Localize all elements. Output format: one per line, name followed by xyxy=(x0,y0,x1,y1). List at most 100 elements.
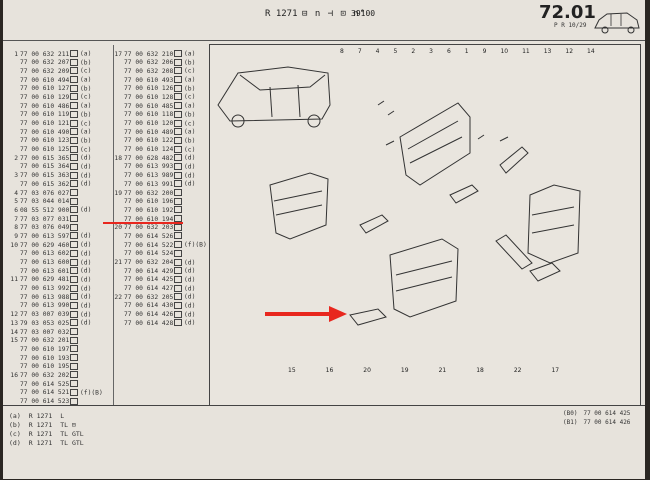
part-code: (b) xyxy=(80,111,92,119)
qty-box-icon xyxy=(70,328,78,335)
qty-box-icon xyxy=(174,84,182,92)
qty-box-icon xyxy=(70,362,78,370)
part-reference: 77 00 632 203 xyxy=(124,224,174,232)
part-reference: 77 03 076 027 xyxy=(20,189,70,197)
qty-box-icon xyxy=(174,267,182,275)
part-reference: 77 00 632 204 xyxy=(124,259,174,266)
part-code: (d) xyxy=(184,311,196,319)
qty-box-icon xyxy=(70,232,78,240)
part-code: (a) xyxy=(184,128,196,136)
part-code: (a) xyxy=(184,102,196,110)
part-reference: 77 00 613 600 xyxy=(20,259,70,266)
part-row: 77 00 614 526 xyxy=(113,232,207,241)
legend-key: (a) xyxy=(9,412,21,420)
red-arrow-icon xyxy=(265,306,347,322)
part-code: (d) xyxy=(80,180,92,188)
qty-box-icon xyxy=(70,319,78,327)
qty-box-icon xyxy=(174,215,182,223)
qty-box-icon xyxy=(70,119,78,127)
part-reference: 79 03 053 025 xyxy=(20,319,70,327)
qty-box-icon xyxy=(174,119,182,127)
part-code: (d) xyxy=(184,276,196,284)
callout-number: 15 xyxy=(288,367,296,374)
part-reference: 77 03 007 032 xyxy=(20,328,70,336)
part-reference: 77 00 613 601 xyxy=(20,267,70,275)
right-legend-row: (B1)77 00 614 426 xyxy=(563,419,636,426)
part-row: 77 00 610 489(a) xyxy=(113,128,207,137)
qty-box-icon xyxy=(70,258,78,266)
qty-box-icon xyxy=(174,232,182,240)
part-code: (d) xyxy=(80,154,92,162)
part-reference: 77 00 614 425 xyxy=(124,276,174,284)
part-row: 77 00 610 485(a) xyxy=(113,102,207,111)
part-reference: 77 00 610 193 xyxy=(20,354,70,362)
part-row: 77 00 614 522(f)(B) xyxy=(113,241,207,250)
part-row: 77 00 613 602(d) xyxy=(9,249,103,259)
part-code: (d) xyxy=(184,172,196,180)
part-row: 77 00 610 195 xyxy=(9,362,103,372)
qty-box-icon xyxy=(70,197,78,205)
part-reference: 77 00 613 988 xyxy=(20,293,70,301)
part-row: 77 00 610 128(c) xyxy=(113,93,207,102)
part-item-number: 12 xyxy=(10,311,18,319)
qty-box-icon xyxy=(70,180,78,188)
part-code: (d) xyxy=(184,163,196,171)
part-row: 77 00 610 192 xyxy=(113,206,207,215)
part-row: 77 00 610 129(c) xyxy=(9,93,103,102)
right-legend-key: (B0) xyxy=(563,410,578,417)
part-reference: 77 00 614 427 xyxy=(124,285,174,293)
part-reference: 77 00 610 490 xyxy=(20,128,70,136)
part-item-number: 21 xyxy=(114,259,122,266)
callout-number: 2 xyxy=(411,48,416,55)
qty-box-icon xyxy=(70,215,78,223)
part-row: 77 00 614 427(d) xyxy=(113,284,207,294)
part-reference: 77 00 610 122 xyxy=(124,137,174,145)
part-code: (c) xyxy=(80,67,92,75)
part-row: 77 00 610 123(b) xyxy=(9,136,103,146)
legend-model: R 1271 xyxy=(28,421,53,429)
part-code: (a) xyxy=(80,76,92,84)
part-row: 77 00 610 118(b) xyxy=(113,110,207,120)
callout-number: 5 xyxy=(393,48,398,55)
qty-box-icon xyxy=(174,249,182,257)
part-reference: 77 00 610 125 xyxy=(20,146,70,154)
part-item-number: 8 xyxy=(14,224,18,232)
callout-number: 13 xyxy=(543,48,552,55)
callout-number: 18 xyxy=(476,367,484,374)
qty-box-icon xyxy=(70,388,78,396)
qty-box-icon xyxy=(174,162,182,170)
part-reference: 77 00 610 126 xyxy=(124,85,174,93)
qty-box-icon xyxy=(70,171,78,179)
part-code: (c) xyxy=(184,146,196,154)
part-reference: 77 00 610 494 xyxy=(20,76,70,84)
right-legend-ref: 77 00 614 425 xyxy=(583,410,631,417)
part-item-number: 20 xyxy=(114,224,122,232)
part-code: (a) xyxy=(80,102,92,110)
callout-number: 22 xyxy=(513,367,522,374)
model-icons: ⊟ n ⊣ ⊡ n° xyxy=(302,9,367,19)
part-row: 77 00 614 521(f)(B) xyxy=(9,388,103,398)
qty-box-icon xyxy=(70,371,78,379)
part-row: 77 00 610 124(c) xyxy=(113,145,207,155)
qty-box-icon xyxy=(70,93,78,101)
part-item-number: 19 xyxy=(114,189,122,197)
part-reference: 77 00 610 194 xyxy=(124,215,174,223)
part-reference: 77 00 610 119 xyxy=(20,111,70,119)
qty-box-icon xyxy=(70,380,78,388)
part-code: (b) xyxy=(184,111,196,119)
qty-box-icon xyxy=(70,267,78,275)
callout-number: 20 xyxy=(363,367,371,374)
qty-box-icon xyxy=(70,336,78,344)
part-reference: 77 00 629 460 xyxy=(20,241,70,249)
part-item-number: 14 xyxy=(10,328,18,336)
part-code: (b) xyxy=(184,59,196,67)
part-reference: 77 00 610 120 xyxy=(124,120,174,127)
part-reference: 77 00 610 129 xyxy=(20,93,70,101)
page-subtitle: P R 10/29 xyxy=(554,22,587,29)
part-item-number: 18 xyxy=(114,154,122,162)
